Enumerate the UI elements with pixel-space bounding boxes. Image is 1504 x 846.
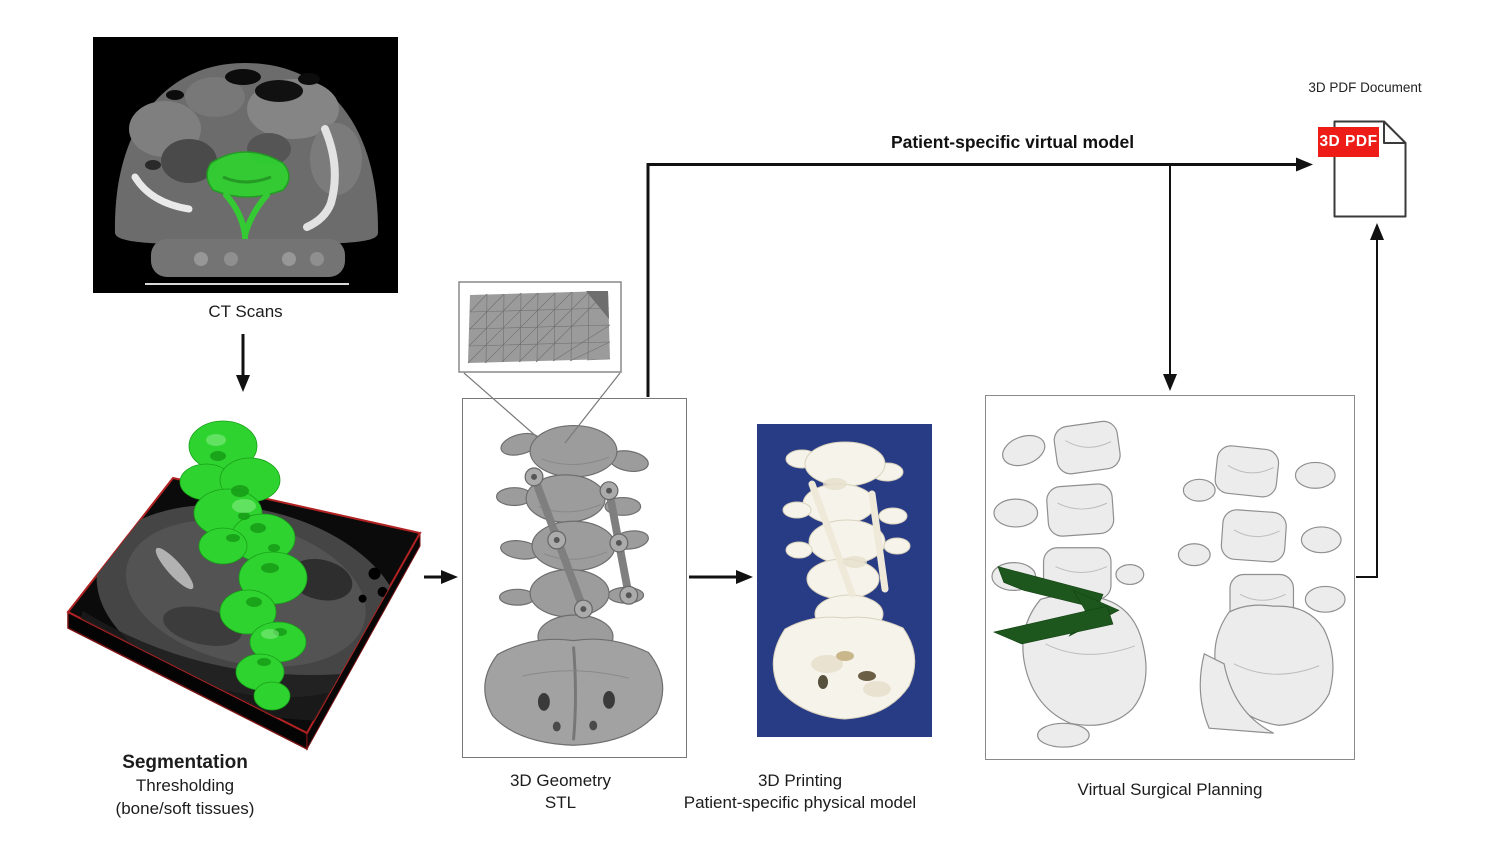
printed-model-photo [757, 424, 932, 737]
segmentation-sub1: Thresholding [135, 776, 235, 796]
pdf-badge: 3D PDF [1318, 127, 1379, 157]
printing-line2: Patient-specific physical model [683, 793, 917, 813]
stl-mesh-inset [458, 281, 622, 373]
geometry-line2: STL [544, 793, 577, 813]
ct-scans-label: CT Scans [208, 302, 283, 321]
vsp-render [991, 420, 1346, 748]
stl-geometry-box [462, 398, 687, 758]
virtual-model-flow-label: Patient-specific virtual model [890, 132, 1135, 152]
geometry-label: 3D Geometry STL [448, 770, 673, 815]
segmented-spine-model [179, 420, 308, 711]
pdf-document-label: 3D PDF Document [1308, 80, 1422, 95]
geometry-line1: 3D Geometry [509, 771, 612, 790]
virtual-surgical-planning-box [985, 395, 1355, 760]
pdf-document-group: 3D PDF Document 3D PDF [1280, 80, 1450, 230]
segmentation-title: Segmentation [122, 752, 248, 773]
printing-label: 3D Printing Patient-specific physical mo… [640, 770, 960, 815]
segmentation-sub2: (bone/soft tissues) [115, 798, 255, 818]
segmentation-render [66, 420, 422, 751]
osteotomy-wedge [992, 566, 1120, 645]
stl-spine-render [484, 424, 664, 746]
segmentation-label: Segmentation Thresholding (bone/soft tis… [60, 750, 310, 820]
ct-scan-image [93, 37, 398, 293]
printing-line1: 3D Printing [757, 771, 843, 790]
vsp-label: Virtual Surgical Planning [1077, 780, 1263, 799]
